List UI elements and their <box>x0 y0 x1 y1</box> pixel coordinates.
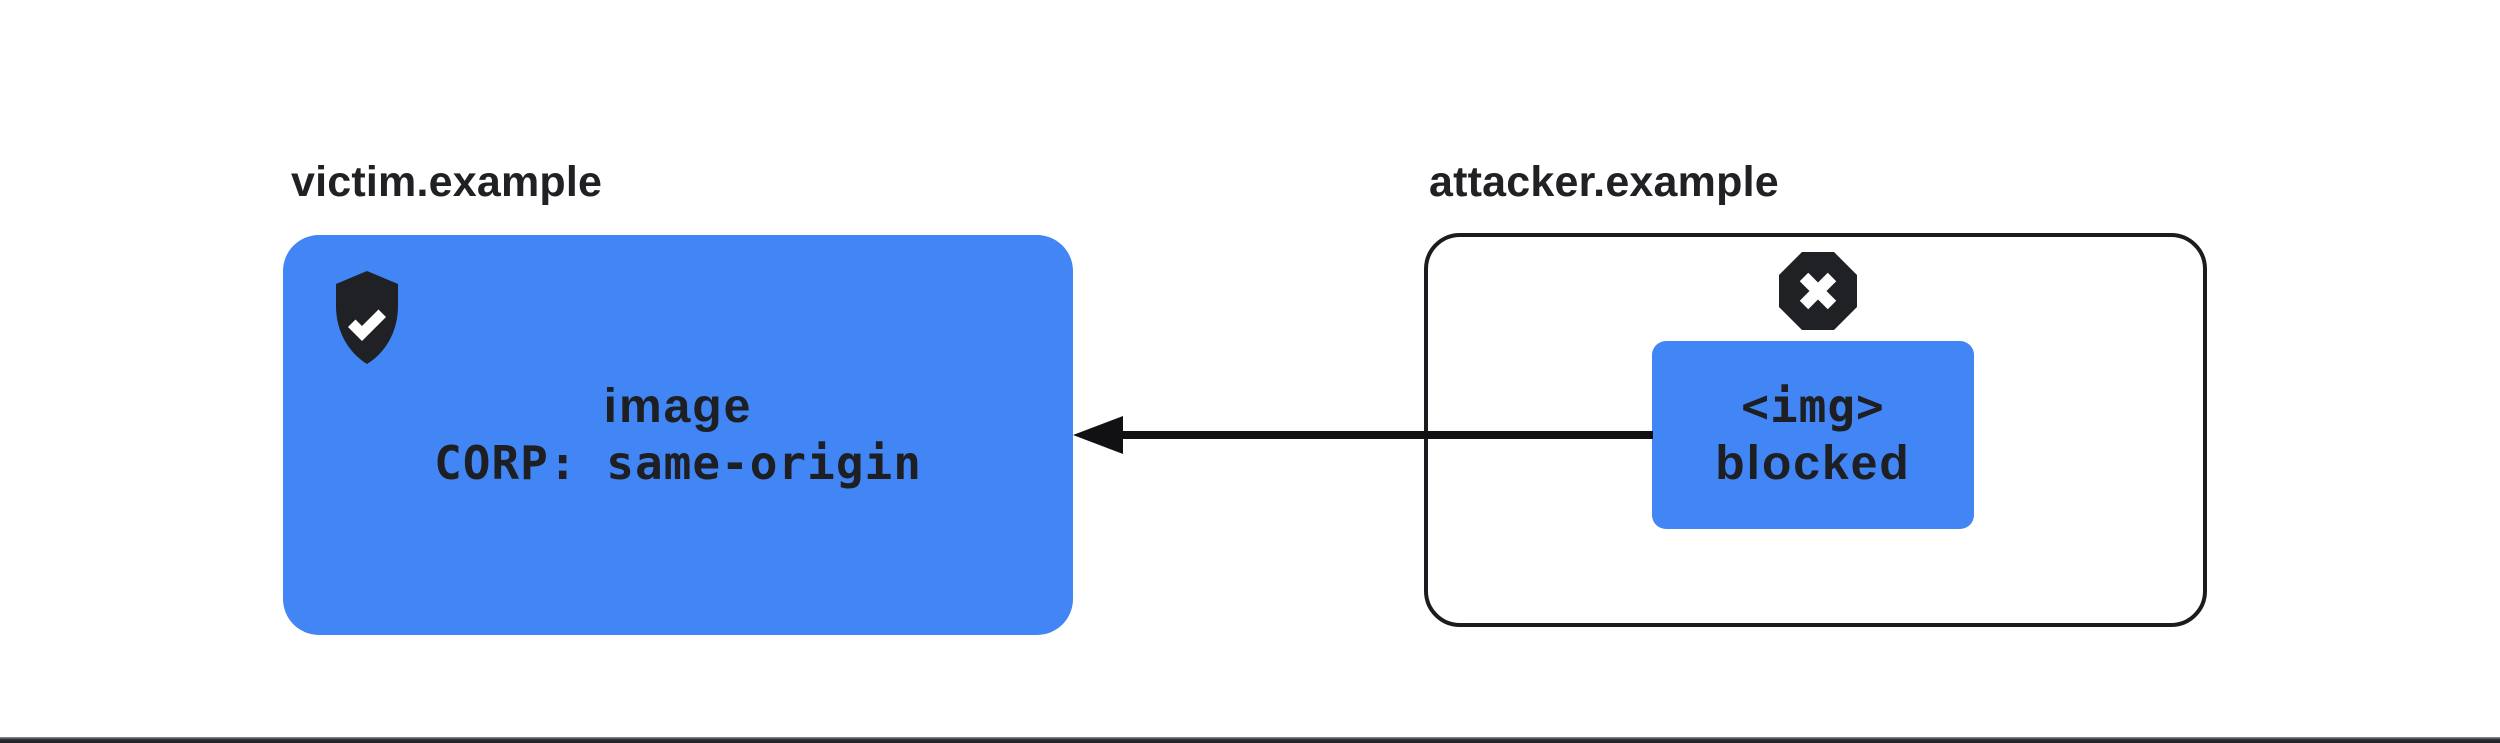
attacker-domain-label: attacker.example <box>1429 158 1779 206</box>
bottom-divider <box>0 737 2500 743</box>
attacker-browser-frame: <img> blocked <box>1424 233 2207 627</box>
shield-check-icon <box>336 271 398 364</box>
victim-card-text: image CORP: same-origin <box>283 235 1073 635</box>
victim-domain-label: victim.example <box>291 158 603 206</box>
attacker-card-text: <img> blocked <box>1652 341 1974 529</box>
corp-policy-text: CORP: same-origin <box>434 436 922 490</box>
blocked-octagon-icon <box>1779 252 1857 330</box>
img-request-card: <img> blocked <box>1652 341 1974 529</box>
request-arrow-head <box>1073 416 1123 454</box>
request-arrow-shaft <box>1115 431 1653 439</box>
img-tag-text: <img> <box>1741 379 1885 433</box>
resource-type-text: image <box>603 380 753 433</box>
blocked-text: blocked <box>1715 437 1911 490</box>
victim-resource-card: image CORP: same-origin <box>283 235 1073 635</box>
